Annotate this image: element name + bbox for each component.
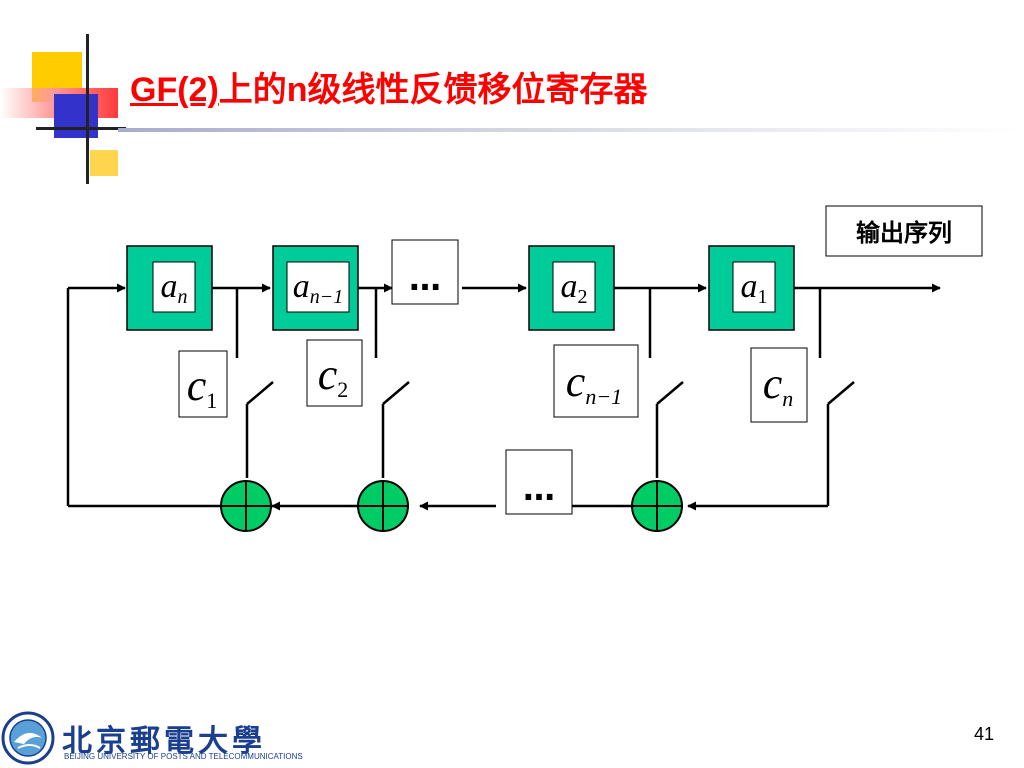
- register-an: an: [126, 245, 213, 331]
- register-a2: a2: [528, 245, 615, 331]
- coefficient-c1: c1: [178, 350, 228, 418]
- decor-small-yellow-square: [90, 150, 118, 176]
- title-rest: 级线性反馈移位寄存器: [307, 70, 648, 110]
- feedback-line: [66, 288, 828, 511]
- svg-text:a1: a1: [741, 268, 768, 308]
- svg-text:a2: a2: [561, 268, 588, 308]
- coefficient-c2-sub: 2: [337, 377, 348, 402]
- ellipsis-top: …: [409, 260, 441, 298]
- coefficient-c1-var: c: [187, 361, 207, 410]
- page-number: 41: [973, 724, 994, 744]
- coefficient-cn-1-var: c: [566, 357, 586, 406]
- university-emblem-icon: [1, 711, 55, 765]
- title-n: n: [286, 71, 308, 109]
- xor-adder-3: [631, 480, 683, 532]
- coefficient-cn: cn: [750, 347, 808, 423]
- university-logo: [1, 711, 55, 765]
- logo-chinese-name: 北京郵電大學: [62, 724, 266, 759]
- svg-text:an: an: [161, 268, 188, 308]
- register-a1: a1: [708, 245, 795, 331]
- register-a1-sub: 1: [758, 286, 768, 308]
- coefficient-c2-var: c: [318, 350, 338, 399]
- svg-text:cn: cn: [763, 359, 794, 411]
- coefficient-c2: c2: [306, 339, 363, 407]
- decor-vertical-line: [86, 34, 89, 184]
- tap-lines: [235, 288, 822, 358]
- register-a1-var: a: [741, 268, 758, 305]
- coefficient-cn-var: c: [763, 359, 783, 408]
- title-underline-rule: [118, 128, 1024, 132]
- coefficient-c1-sub: 1: [206, 388, 217, 413]
- title-field: GF(2): [130, 71, 219, 109]
- ellipsis-bottom: …: [523, 470, 555, 508]
- decor-horizontal-line: [36, 127, 126, 130]
- output-sequence-label: 输出序列: [825, 205, 983, 257]
- register-an-1-sub: n−1: [310, 286, 344, 308]
- xor-adder-2: [357, 480, 409, 532]
- decor-blue-square: [54, 94, 98, 138]
- register-a2-sub: 2: [578, 286, 588, 308]
- logo-english-name: BEIJING UNIVERSITY OF POSTS AND TELECOMM…: [64, 752, 303, 761]
- coefficient-cn-sub: n: [782, 386, 793, 411]
- register-an-var: a: [161, 268, 178, 305]
- title-on: 上的: [218, 70, 287, 110]
- register-an-1: an−1: [272, 245, 359, 331]
- slide-title: GF(2)上的n级线性反馈移位寄存器: [130, 62, 648, 111]
- svg-text:c2: c2: [318, 350, 349, 402]
- xor-adder-1: [220, 480, 272, 532]
- switches: [245, 381, 855, 506]
- svg-text:cn−1: cn−1: [566, 357, 622, 409]
- svg-text:an−1: an−1: [293, 268, 344, 308]
- coefficient-cn-1: cn−1: [553, 344, 639, 418]
- register-an-sub: n: [178, 286, 188, 308]
- ellipsis-box-bottom: …: [505, 449, 573, 515]
- register-an-1-var: a: [293, 268, 310, 305]
- ellipsis-box-top: …: [391, 239, 459, 305]
- svg-text:c1: c1: [187, 361, 218, 413]
- register-a2-var: a: [561, 268, 578, 305]
- coefficient-cn-1-sub: n−1: [585, 384, 622, 409]
- output-label-text: 输出序列: [856, 219, 952, 247]
